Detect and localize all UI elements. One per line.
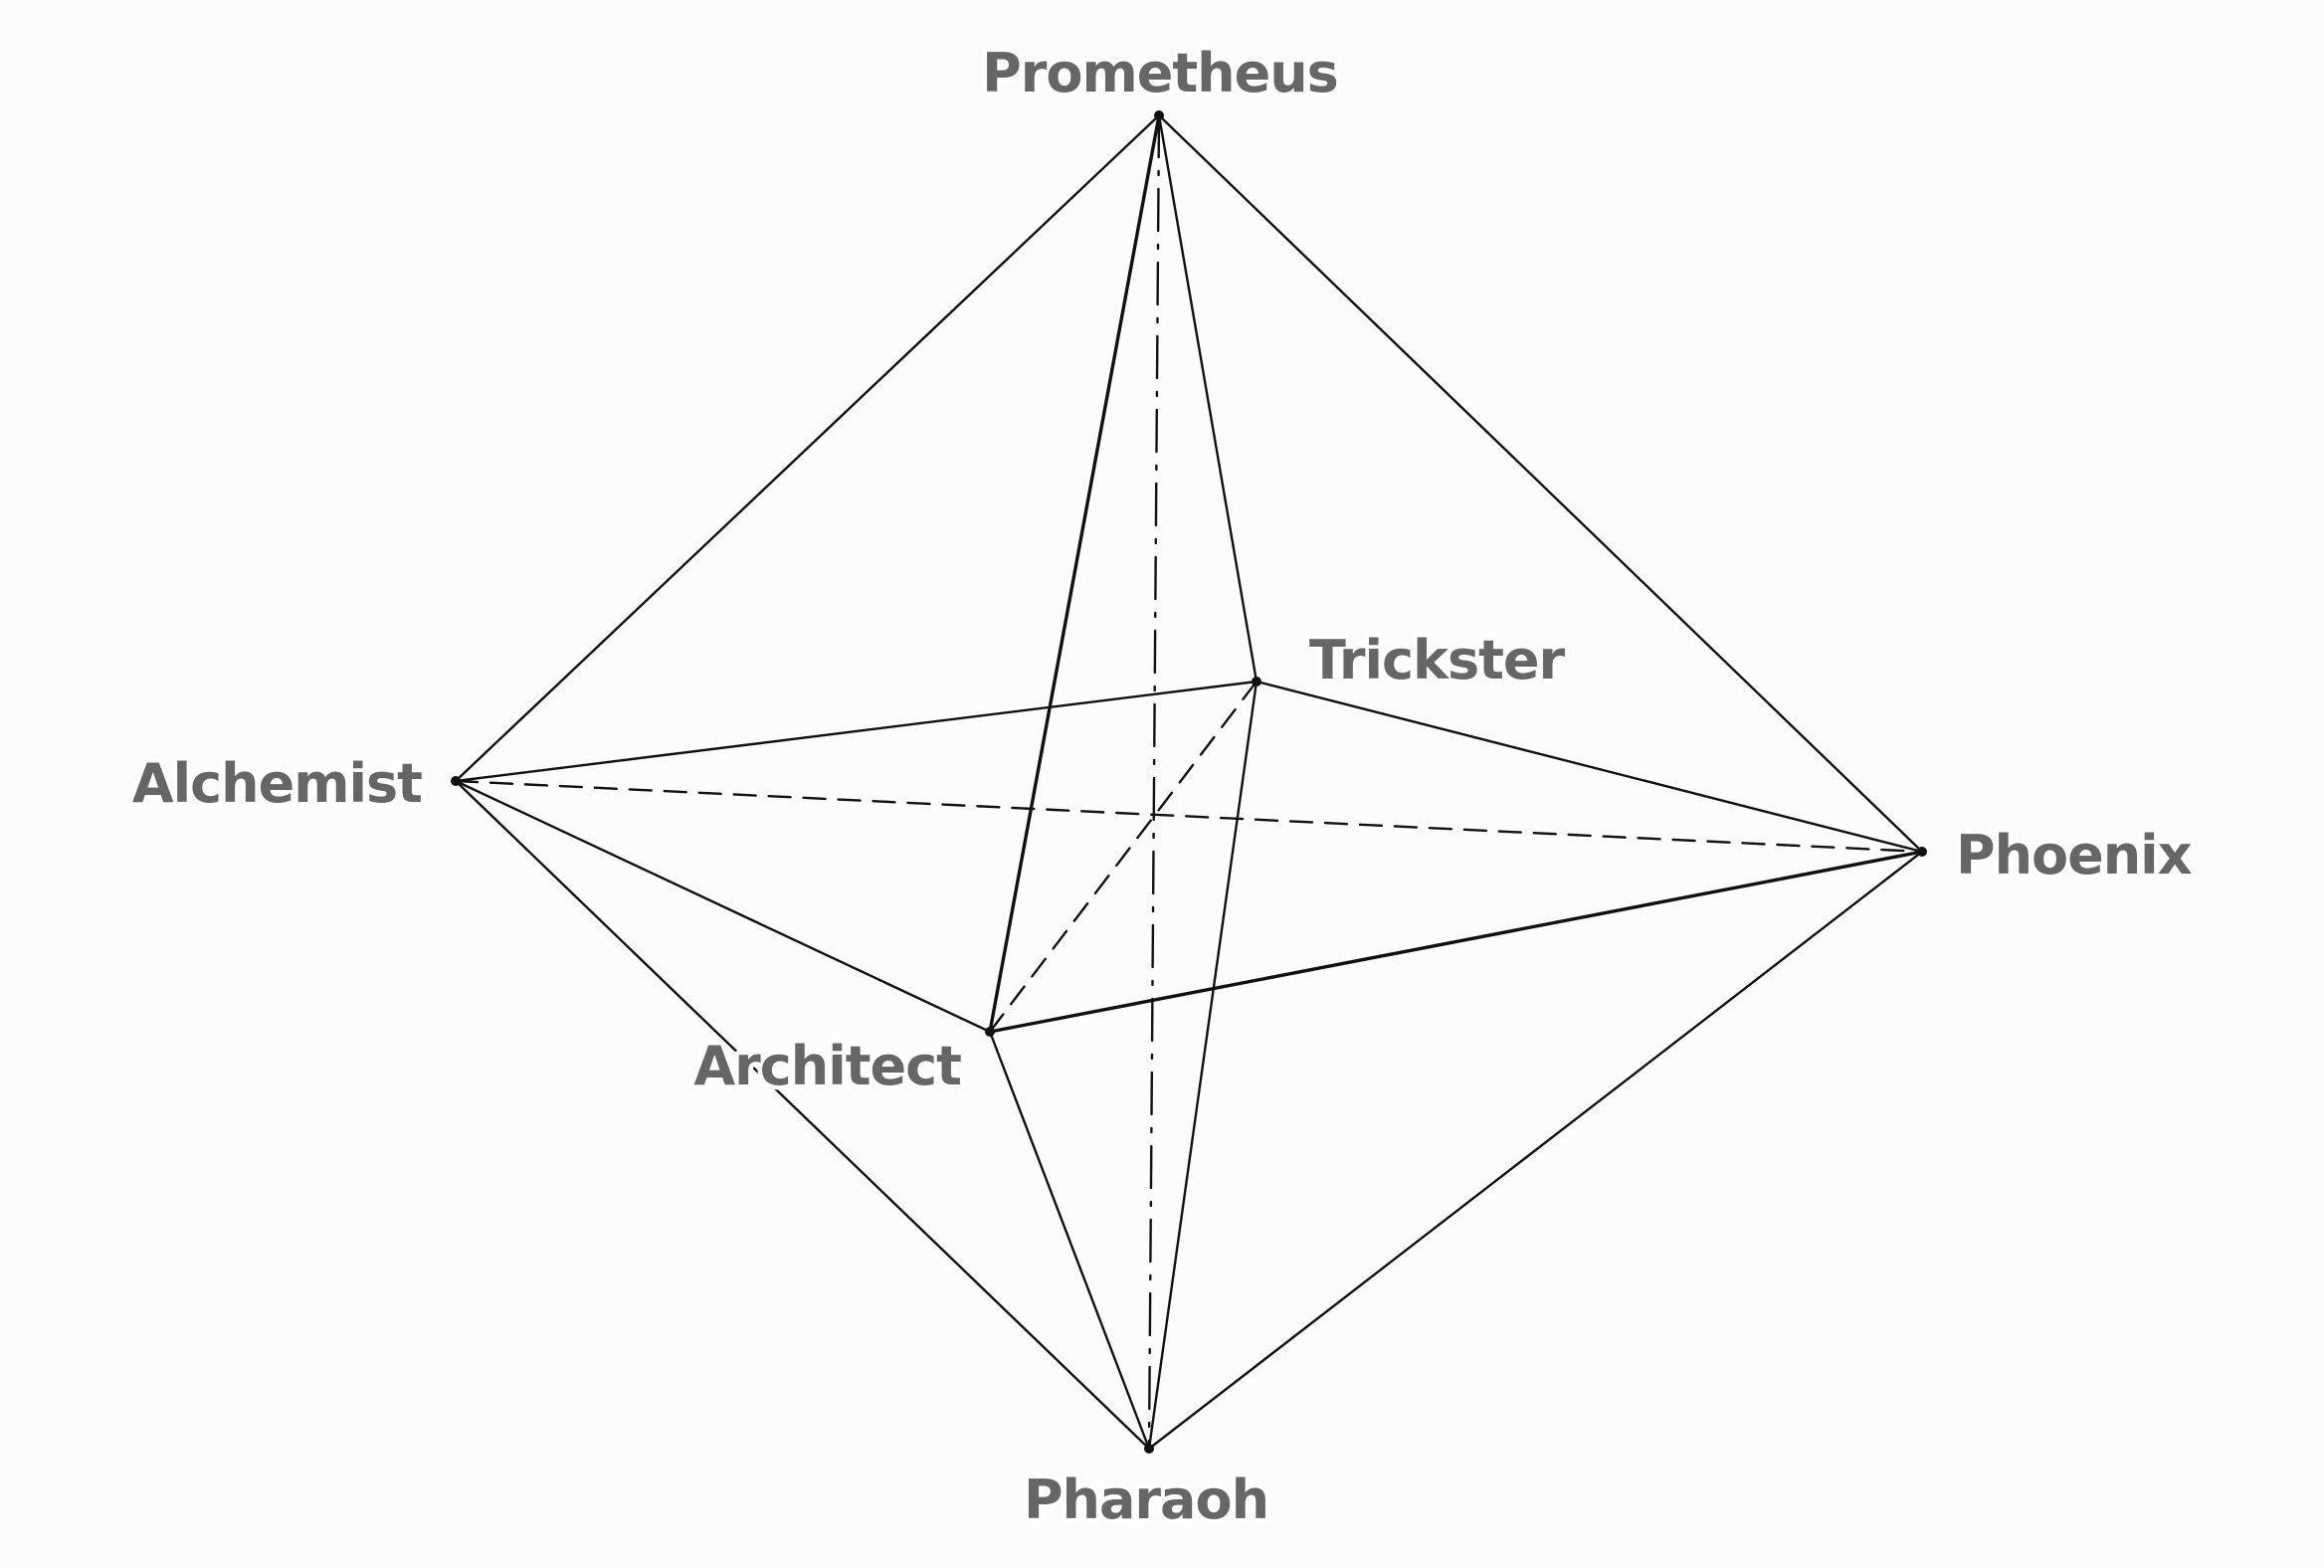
edge-alchemist-architect	[454, 779, 992, 1034]
vertex-prometheus	[1154, 110, 1164, 120]
vertex-label-pharaoh: Pharaoh	[1024, 1469, 1268, 1531]
edge-prometheus-trickster	[1157, 113, 1259, 684]
vertex-trickster	[1252, 677, 1261, 686]
vertex-label-trickster: Trickster	[1309, 629, 1566, 691]
edge-prometheus-alchemist	[454, 113, 1161, 783]
vertex-label-phoenix: Phoenix	[1956, 824, 2193, 886]
edge-alchemist-pharaoh	[454, 779, 1151, 1451]
edge-prometheus-architect	[988, 113, 1161, 1034]
vertex-label-prometheus: Prometheus	[982, 42, 1338, 104]
edge-trickster-phoenix	[1255, 680, 1924, 854]
vertex-alchemist	[451, 776, 461, 786]
edge-alchemist-phoenix	[454, 779, 1924, 854]
edge-architect-phoenix	[988, 850, 1924, 1034]
edge-alchemist-trickster	[454, 680, 1259, 783]
vertex-architect	[985, 1027, 995, 1037]
vertex-phoenix	[1917, 847, 1927, 857]
edge-architect-trickster	[988, 680, 1259, 1034]
edge-prometheus-pharaoh	[1147, 113, 1161, 1451]
edge-trickster-pharaoh	[1147, 680, 1259, 1451]
vertex-label-architect: Architect	[693, 1035, 961, 1097]
edge-prometheus-phoenix	[1157, 113, 1924, 854]
labels-group: Prometheus Trickster Alchemist Phoenix A…	[127, 38, 2198, 1536]
vertices-group	[451, 110, 1927, 1454]
edge-phoenix-pharaoh	[1147, 850, 1924, 1451]
vertex-label-alchemist: Alchemist	[132, 752, 422, 815]
edge-architect-pharaoh	[988, 1030, 1151, 1451]
edges-group	[454, 113, 1924, 1451]
vertex-pharaoh	[1144, 1444, 1154, 1454]
